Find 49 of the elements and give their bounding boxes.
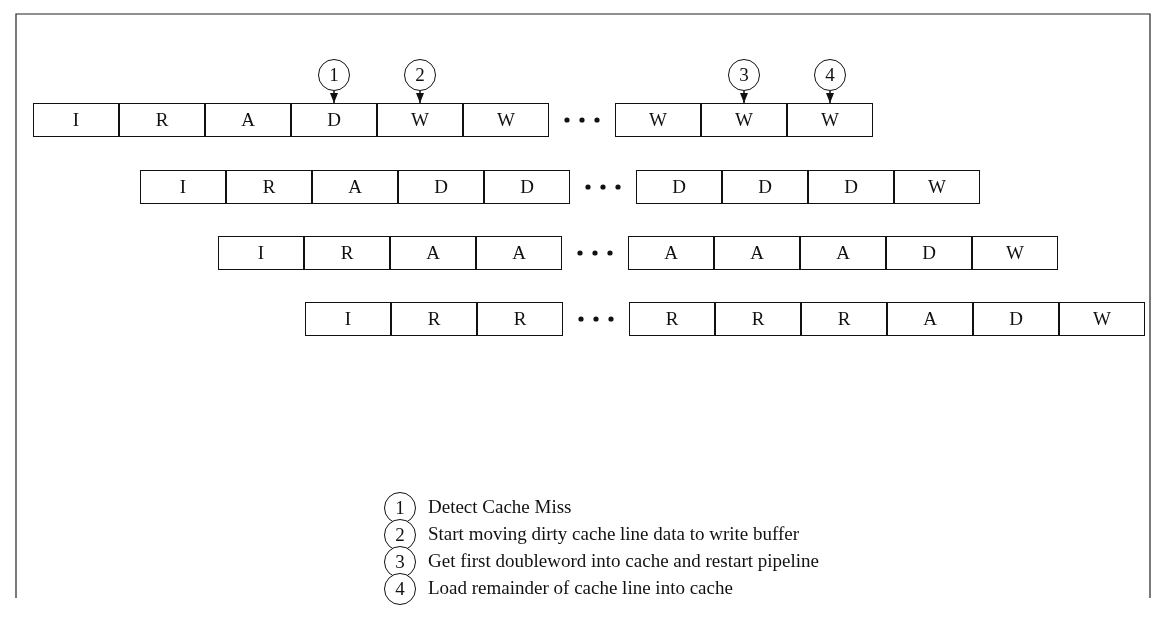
step-description: Detect Cache Miss bbox=[428, 496, 572, 518]
pipeline-stage-cell: D bbox=[722, 170, 808, 204]
step-number-circle: 1 bbox=[318, 59, 350, 91]
step-number-circle: 3 bbox=[728, 59, 760, 91]
pipeline-stage-cell: D bbox=[973, 302, 1059, 336]
pipeline-stage-cell: R bbox=[801, 302, 887, 336]
pipeline-stage-cell: A bbox=[312, 170, 398, 204]
pipeline-stage-cell: A bbox=[476, 236, 562, 270]
pipeline-stage-cell: W bbox=[701, 103, 787, 137]
pipeline-stage-cell: R bbox=[715, 302, 801, 336]
pipeline-stage-cell: D bbox=[398, 170, 484, 204]
pipeline-stage-cell: A bbox=[390, 236, 476, 270]
arrow bbox=[329, 90, 339, 104]
step-number-circle: 2 bbox=[404, 59, 436, 91]
step-description: Get first doubleword into cache and restart pipeline bbox=[428, 550, 819, 572]
pipeline-stage-cell: A bbox=[887, 302, 973, 336]
pipeline-stage-cell: I bbox=[305, 302, 391, 336]
arrow bbox=[739, 90, 749, 104]
pipeline-stage-cell: D bbox=[808, 170, 894, 204]
step-number-circle: 4 bbox=[384, 573, 416, 605]
pipeline-stage-cell: A bbox=[800, 236, 886, 270]
step-description: Load remainder of cache line into cache bbox=[428, 577, 733, 599]
arrow bbox=[415, 90, 425, 104]
pipeline-stage-cell: I bbox=[33, 103, 119, 137]
pipeline-stage-cell: W bbox=[972, 236, 1058, 270]
pipeline-stage-cell: D bbox=[636, 170, 722, 204]
pipeline-stage-cell: W bbox=[377, 103, 463, 137]
pipeline-stage-cell: D bbox=[886, 236, 972, 270]
pipeline-stage-cell: R bbox=[304, 236, 390, 270]
pipeline-stage-cell: W bbox=[615, 103, 701, 137]
pipeline-stage-cell: W bbox=[463, 103, 549, 137]
pipeline-stage-cell: A bbox=[714, 236, 800, 270]
pipeline-stage-cell: A bbox=[205, 103, 291, 137]
pipeline-stage-cell: R bbox=[629, 302, 715, 336]
pipeline-stage-cell: D bbox=[291, 103, 377, 137]
step-description: Start moving dirty cache line data to write buffer bbox=[428, 523, 800, 545]
pipeline-stage-cell: R bbox=[119, 103, 205, 137]
arrow bbox=[825, 90, 835, 104]
step-number-circle: 4 bbox=[814, 59, 846, 91]
pipeline-stage-cell: A bbox=[628, 236, 714, 270]
pipeline-stage-cell: R bbox=[477, 302, 563, 336]
pipeline-stage-cell: I bbox=[140, 170, 226, 204]
pipeline-stage-cell: W bbox=[894, 170, 980, 204]
pipeline-stage-cell: R bbox=[226, 170, 312, 204]
pipeline-stage-cell: W bbox=[787, 103, 873, 137]
pipeline-stage-cell: W bbox=[1059, 302, 1145, 336]
pipeline-stage-cell: D bbox=[484, 170, 570, 204]
pipeline-stage-cell: R bbox=[391, 302, 477, 336]
pipeline-stage-cell: I bbox=[218, 236, 304, 270]
